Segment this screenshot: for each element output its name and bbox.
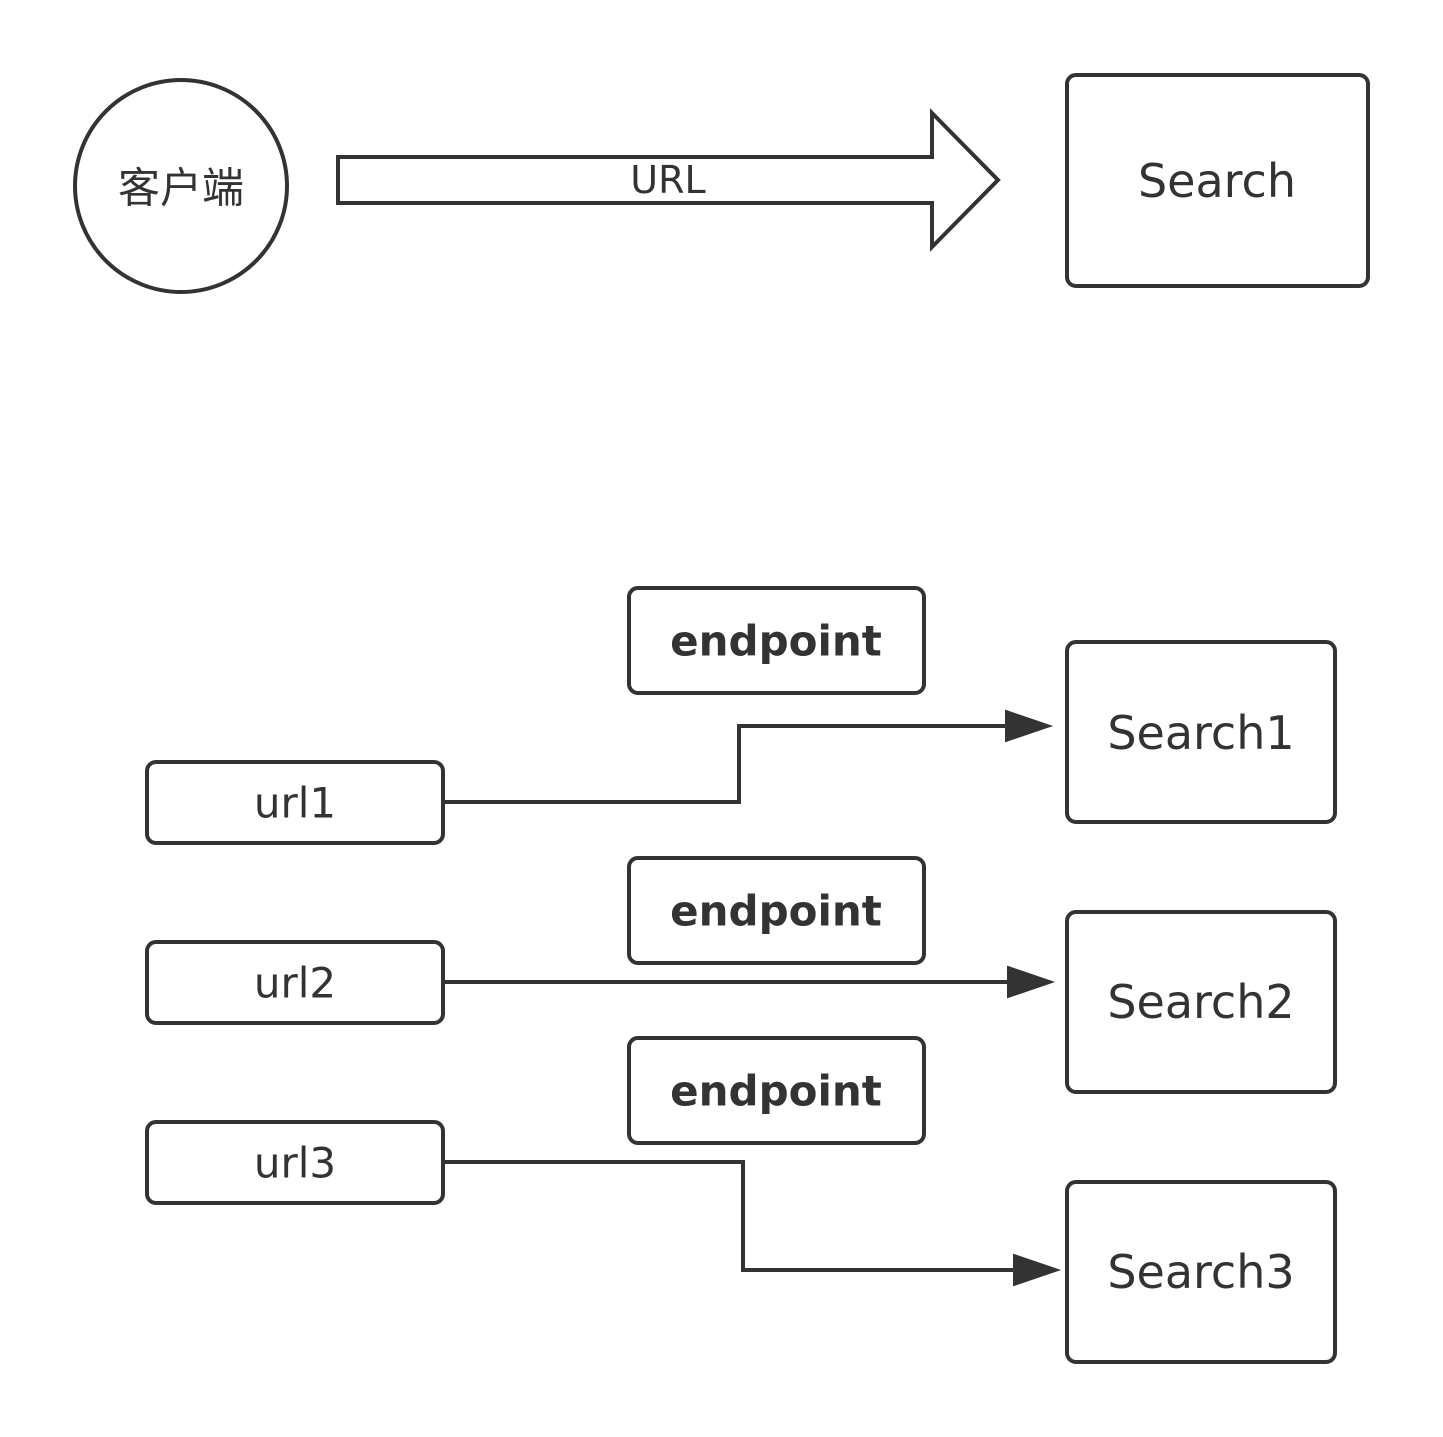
arrowhead-icon <box>1013 1253 1062 1287</box>
client-node: 客户端 <box>73 78 289 294</box>
url-box <box>145 760 445 845</box>
search-node-3: Search3 <box>1065 1180 1337 1364</box>
endpoint-label: endpoint <box>670 617 882 666</box>
search-box <box>1065 910 1337 1094</box>
block-arrow-shape <box>336 108 1001 252</box>
endpoint-node-3: endpoint <box>627 1036 926 1145</box>
endpoint-label: endpoint <box>670 887 882 936</box>
url-arrow-label: URL <box>630 158 705 202</box>
arrowhead-icon <box>1005 709 1054 743</box>
search-label: Search <box>1138 154 1296 208</box>
endpoint-box <box>627 856 926 965</box>
endpoint-label: endpoint <box>670 1067 882 1116</box>
search-label: Search2 <box>1107 975 1294 1029</box>
url-box <box>145 940 445 1025</box>
client-circle <box>73 78 289 294</box>
search-node: Search <box>1065 73 1370 288</box>
search-label: Search1 <box>1107 706 1294 760</box>
endpoint-node-2: endpoint <box>627 856 926 965</box>
search-box <box>1065 640 1337 824</box>
connector-url2-search2 <box>445 965 1056 999</box>
connector-line <box>445 724 1010 804</box>
client-label: 客户端 <box>118 164 244 213</box>
url-node-1: url1 <box>145 760 445 845</box>
connector-url3-search3 <box>445 1160 1062 1287</box>
search-node-2: Search2 <box>1065 910 1337 1094</box>
url-block-arrow: URL <box>336 108 1001 252</box>
url-box <box>145 1120 445 1205</box>
url-node-2: url2 <box>145 940 445 1025</box>
endpoint-box <box>627 1036 926 1145</box>
connector-line <box>445 1160 1018 1272</box>
connector-url1-search1 <box>445 709 1054 804</box>
endpoint-box <box>627 586 926 695</box>
arrowhead-icon <box>1007 965 1056 999</box>
url-node-3: url3 <box>145 1120 445 1205</box>
endpoint-node-1: endpoint <box>627 586 926 695</box>
search-box <box>1065 1180 1337 1364</box>
search-label: Search3 <box>1107 1245 1294 1299</box>
url-label: url3 <box>254 1139 336 1188</box>
search-node-1: Search1 <box>1065 640 1337 824</box>
search-box <box>1065 73 1370 288</box>
url-label: url2 <box>254 959 336 1008</box>
url-label: url1 <box>254 779 336 828</box>
